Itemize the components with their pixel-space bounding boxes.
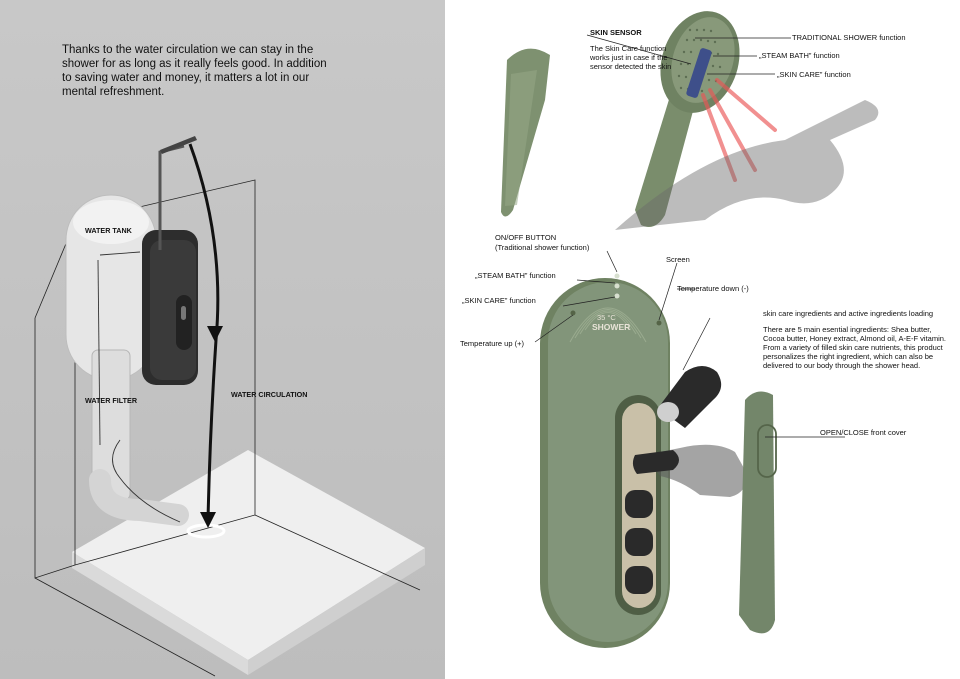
water-circulation-illustration bbox=[34, 136, 425, 677]
skin-sensor-title: SKIN SENSOR bbox=[590, 28, 642, 37]
shower-product-illustration bbox=[501, 11, 879, 648]
water-tank-label: WATER TANK bbox=[85, 226, 132, 235]
steam-bath-head-label: „STEAM BATH” function bbox=[759, 51, 840, 60]
water-filter-label: WATER FILTER bbox=[85, 396, 138, 405]
on-off-button-sublabel: (Traditional shower function) bbox=[495, 243, 590, 252]
front-cover-label: OPEN/CLOSE front cover bbox=[820, 428, 907, 437]
brand-display: SHOWER bbox=[592, 322, 631, 332]
temperature-up-label: Temperature up (+) bbox=[460, 339, 524, 348]
ingredients-title: skin care ingredients and active ingredi… bbox=[763, 309, 934, 318]
skin-care-panel-label: „SKIN CARE” function bbox=[462, 296, 536, 305]
on-off-button-label: ON/OFF BUTTON bbox=[495, 233, 557, 242]
water-circulation-label: WATER CIRCULATION bbox=[231, 390, 308, 399]
skin-sensor-description: The Skin Care function works just in cas… bbox=[590, 44, 672, 71]
temperature-down-label: Temperature down (-) bbox=[677, 284, 749, 293]
intro-text: Thanks to the water circulation we can s… bbox=[62, 44, 327, 98]
right-panel: SKIN SENSOR The Skin Care function works… bbox=[445, 0, 960, 679]
left-panel: Thanks to the water circulation we can s… bbox=[0, 0, 445, 679]
steam-bath-panel-label: „STEAM BATH” function bbox=[475, 271, 556, 280]
ingredients-description: There are 5 main esential ingredients: S… bbox=[763, 325, 946, 370]
traditional-shower-label: TRADITIONAL SHOWER function bbox=[792, 33, 906, 42]
temperature-display: 35 °C bbox=[597, 313, 616, 322]
screen-label: Screen bbox=[666, 255, 690, 264]
skin-care-head-label: „SKIN CARE” function bbox=[777, 70, 851, 79]
